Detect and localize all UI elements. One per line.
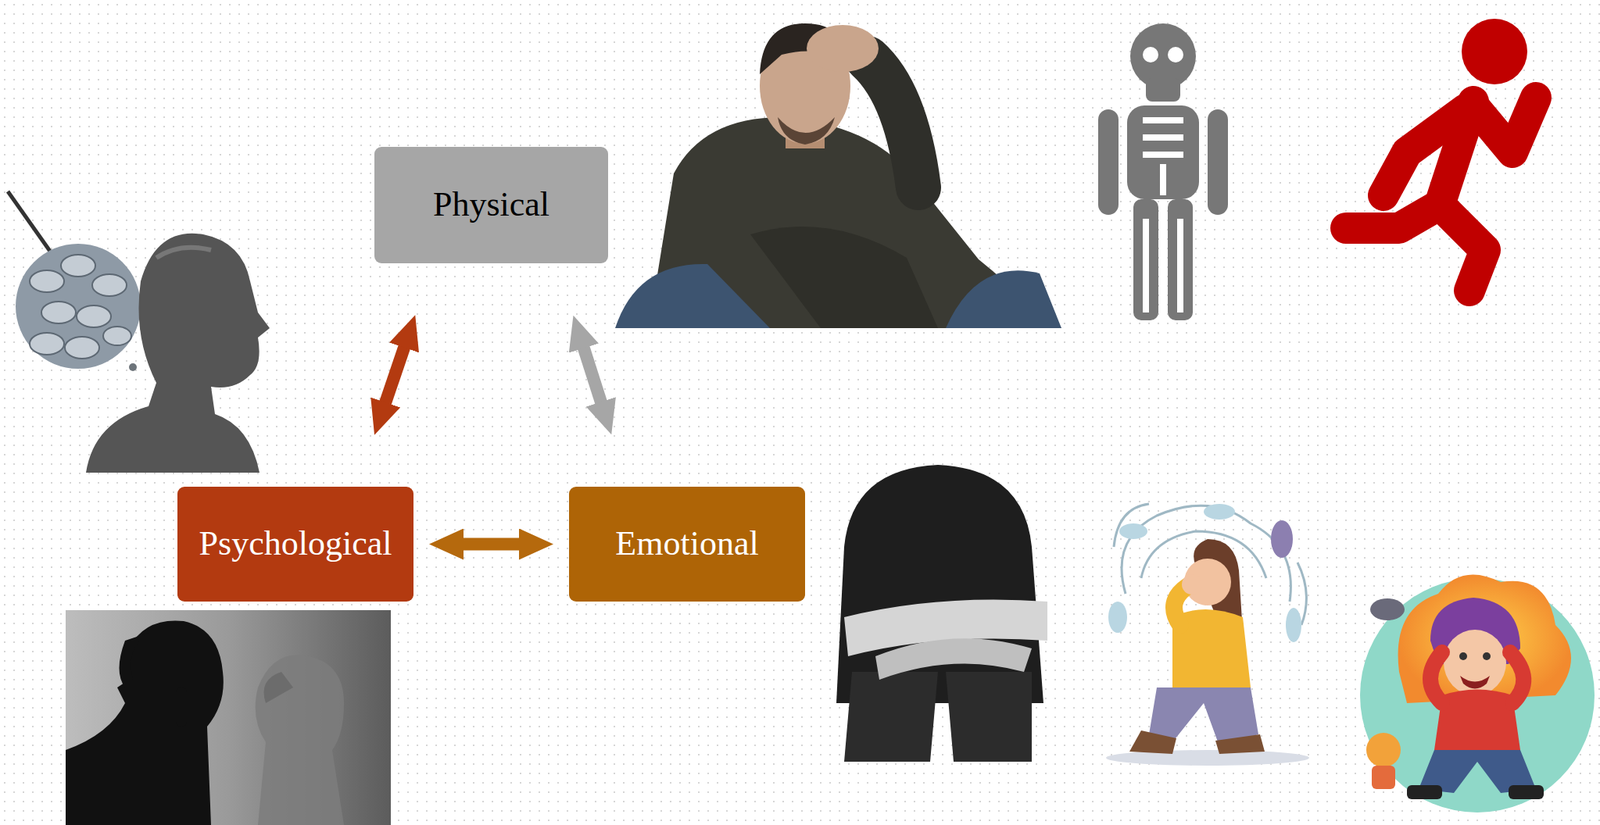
hooded-figure-photo-part (945, 672, 1032, 763)
anxious-girl-illustration-part (1129, 730, 1177, 755)
running-man-icon (1345, 18, 1536, 291)
skeleton-icon-part (1127, 105, 1200, 200)
hooded-figure-photo-part (844, 672, 938, 763)
hooded-figure-photo (836, 465, 1048, 763)
anxious-girl-illustration (1106, 504, 1310, 766)
skeleton-icon-part (1167, 199, 1193, 321)
stressed-cartoon-illustration-part (1508, 785, 1544, 800)
worried-women-photo-part (119, 633, 150, 688)
skeleton-icon-part (1142, 134, 1184, 141)
skeleton-icon-part (1159, 164, 1167, 196)
running-man-icon-part (1345, 204, 1440, 229)
stressed-cartoon-illustration-part (1371, 765, 1396, 790)
hooded-figure-photo-part (836, 465, 1044, 704)
stressed-cartoon-illustration-part (1430, 652, 1443, 704)
tired-man-photo-part (615, 264, 770, 329)
skeleton-icon-part (1142, 117, 1184, 124)
stressed-cartoon-illustration-part (1360, 578, 1595, 813)
running-man-icon-part (1473, 97, 1536, 153)
worried-women-photo-part (264, 672, 294, 704)
pill-head-image-part-part (103, 326, 132, 346)
pill-head-image (7, 191, 270, 473)
anxious-girl-illustration-part-part (1108, 601, 1128, 634)
double-arrow (580, 337, 605, 412)
stressed-cartoon-illustration-part (1510, 652, 1524, 704)
pill-head-image-part-part (76, 305, 111, 328)
worried-women-photo (65, 610, 391, 825)
running-man-icon-part (1383, 109, 1466, 196)
anxious-girl-illustration-part (1106, 750, 1310, 766)
worried-women-photo-part (255, 655, 344, 825)
tired-man-photo (615, 23, 1062, 329)
skeleton-icon-part (1133, 199, 1159, 321)
skeleton-icon-part (1145, 78, 1181, 102)
anxious-girl-illustration-part (1215, 734, 1265, 755)
category-label: Emotional (615, 525, 759, 563)
pill-head-image-part (15, 243, 141, 369)
skeleton-icon-part (1142, 218, 1149, 313)
skeleton-icon-part (1177, 218, 1184, 313)
stressed-cartoon-illustration-part (1406, 785, 1443, 800)
anxious-girl-illustration-part (1181, 574, 1203, 595)
tired-man-photo-part (867, 58, 919, 188)
skeleton-icon-part (1207, 109, 1228, 215)
running-man-icon-part (1461, 18, 1528, 85)
pill-head-image-part (156, 247, 212, 258)
anxious-girl-illustration-part-part (1285, 608, 1302, 643)
stressed-cartoon-illustration (1360, 574, 1595, 813)
pill-head-image-part-part (41, 301, 76, 324)
pill-head-image-part-part (29, 332, 65, 355)
pill-head-image-part-part (128, 363, 137, 372)
skeleton-icon-part (1142, 151, 1184, 158)
tired-man-photo-part (945, 270, 1062, 329)
category-label: Physical (433, 186, 550, 224)
category-box: Psychological (177, 486, 414, 602)
worried-women-photo-part (175, 687, 187, 727)
double-arrow (382, 337, 409, 414)
category-label: Psychological (199, 525, 393, 563)
tired-man-photo-part (777, 117, 835, 145)
pill-head-image-part-part (29, 270, 65, 293)
worried-women-photo-part (65, 610, 391, 825)
anxious-girl-illustration-part-part (1119, 523, 1148, 540)
category-box: Emotional (569, 486, 806, 602)
pill-head-image-part-part (92, 274, 127, 297)
stressed-cartoon-illustration-part (1459, 652, 1468, 661)
worried-women-photo-part (65, 620, 224, 825)
pill-head-image-part (29, 254, 132, 359)
pill-head-image-part-part (64, 336, 100, 359)
pill-head-image-part (85, 233, 270, 473)
anxious-girl-illustration-part-part (1203, 504, 1235, 520)
skeleton-icon-part (1142, 46, 1159, 63)
stressed-cartoon-illustration-part (1460, 676, 1490, 690)
category-box: Physical (374, 146, 609, 264)
stressed-cartoon-illustration-part (1366, 733, 1401, 768)
stressed-cartoon-illustration-part (1370, 598, 1405, 621)
anxious-girl-illustration-part-part (1113, 504, 1149, 548)
anxious-girl-illustration-part (1113, 504, 1307, 626)
skeleton-icon-part (1167, 46, 1184, 63)
stressed-cartoon-illustration-part (1482, 652, 1491, 661)
double-arrow (452, 538, 530, 552)
pill-head-image-part-part (60, 254, 96, 277)
skeleton-icon (1098, 23, 1228, 321)
tired-man-photo-part (806, 25, 879, 72)
stressed-cartoon-illustration-part (1398, 574, 1572, 704)
hooded-figure-photo-part (875, 638, 1032, 681)
skeleton-icon-part (1098, 109, 1119, 215)
anxious-girl-illustration-part-part (1270, 520, 1293, 559)
stressed-cartoon-illustration-part (1443, 629, 1507, 696)
pill-head-image-part (7, 191, 55, 258)
tired-man-photo-part (750, 226, 938, 329)
